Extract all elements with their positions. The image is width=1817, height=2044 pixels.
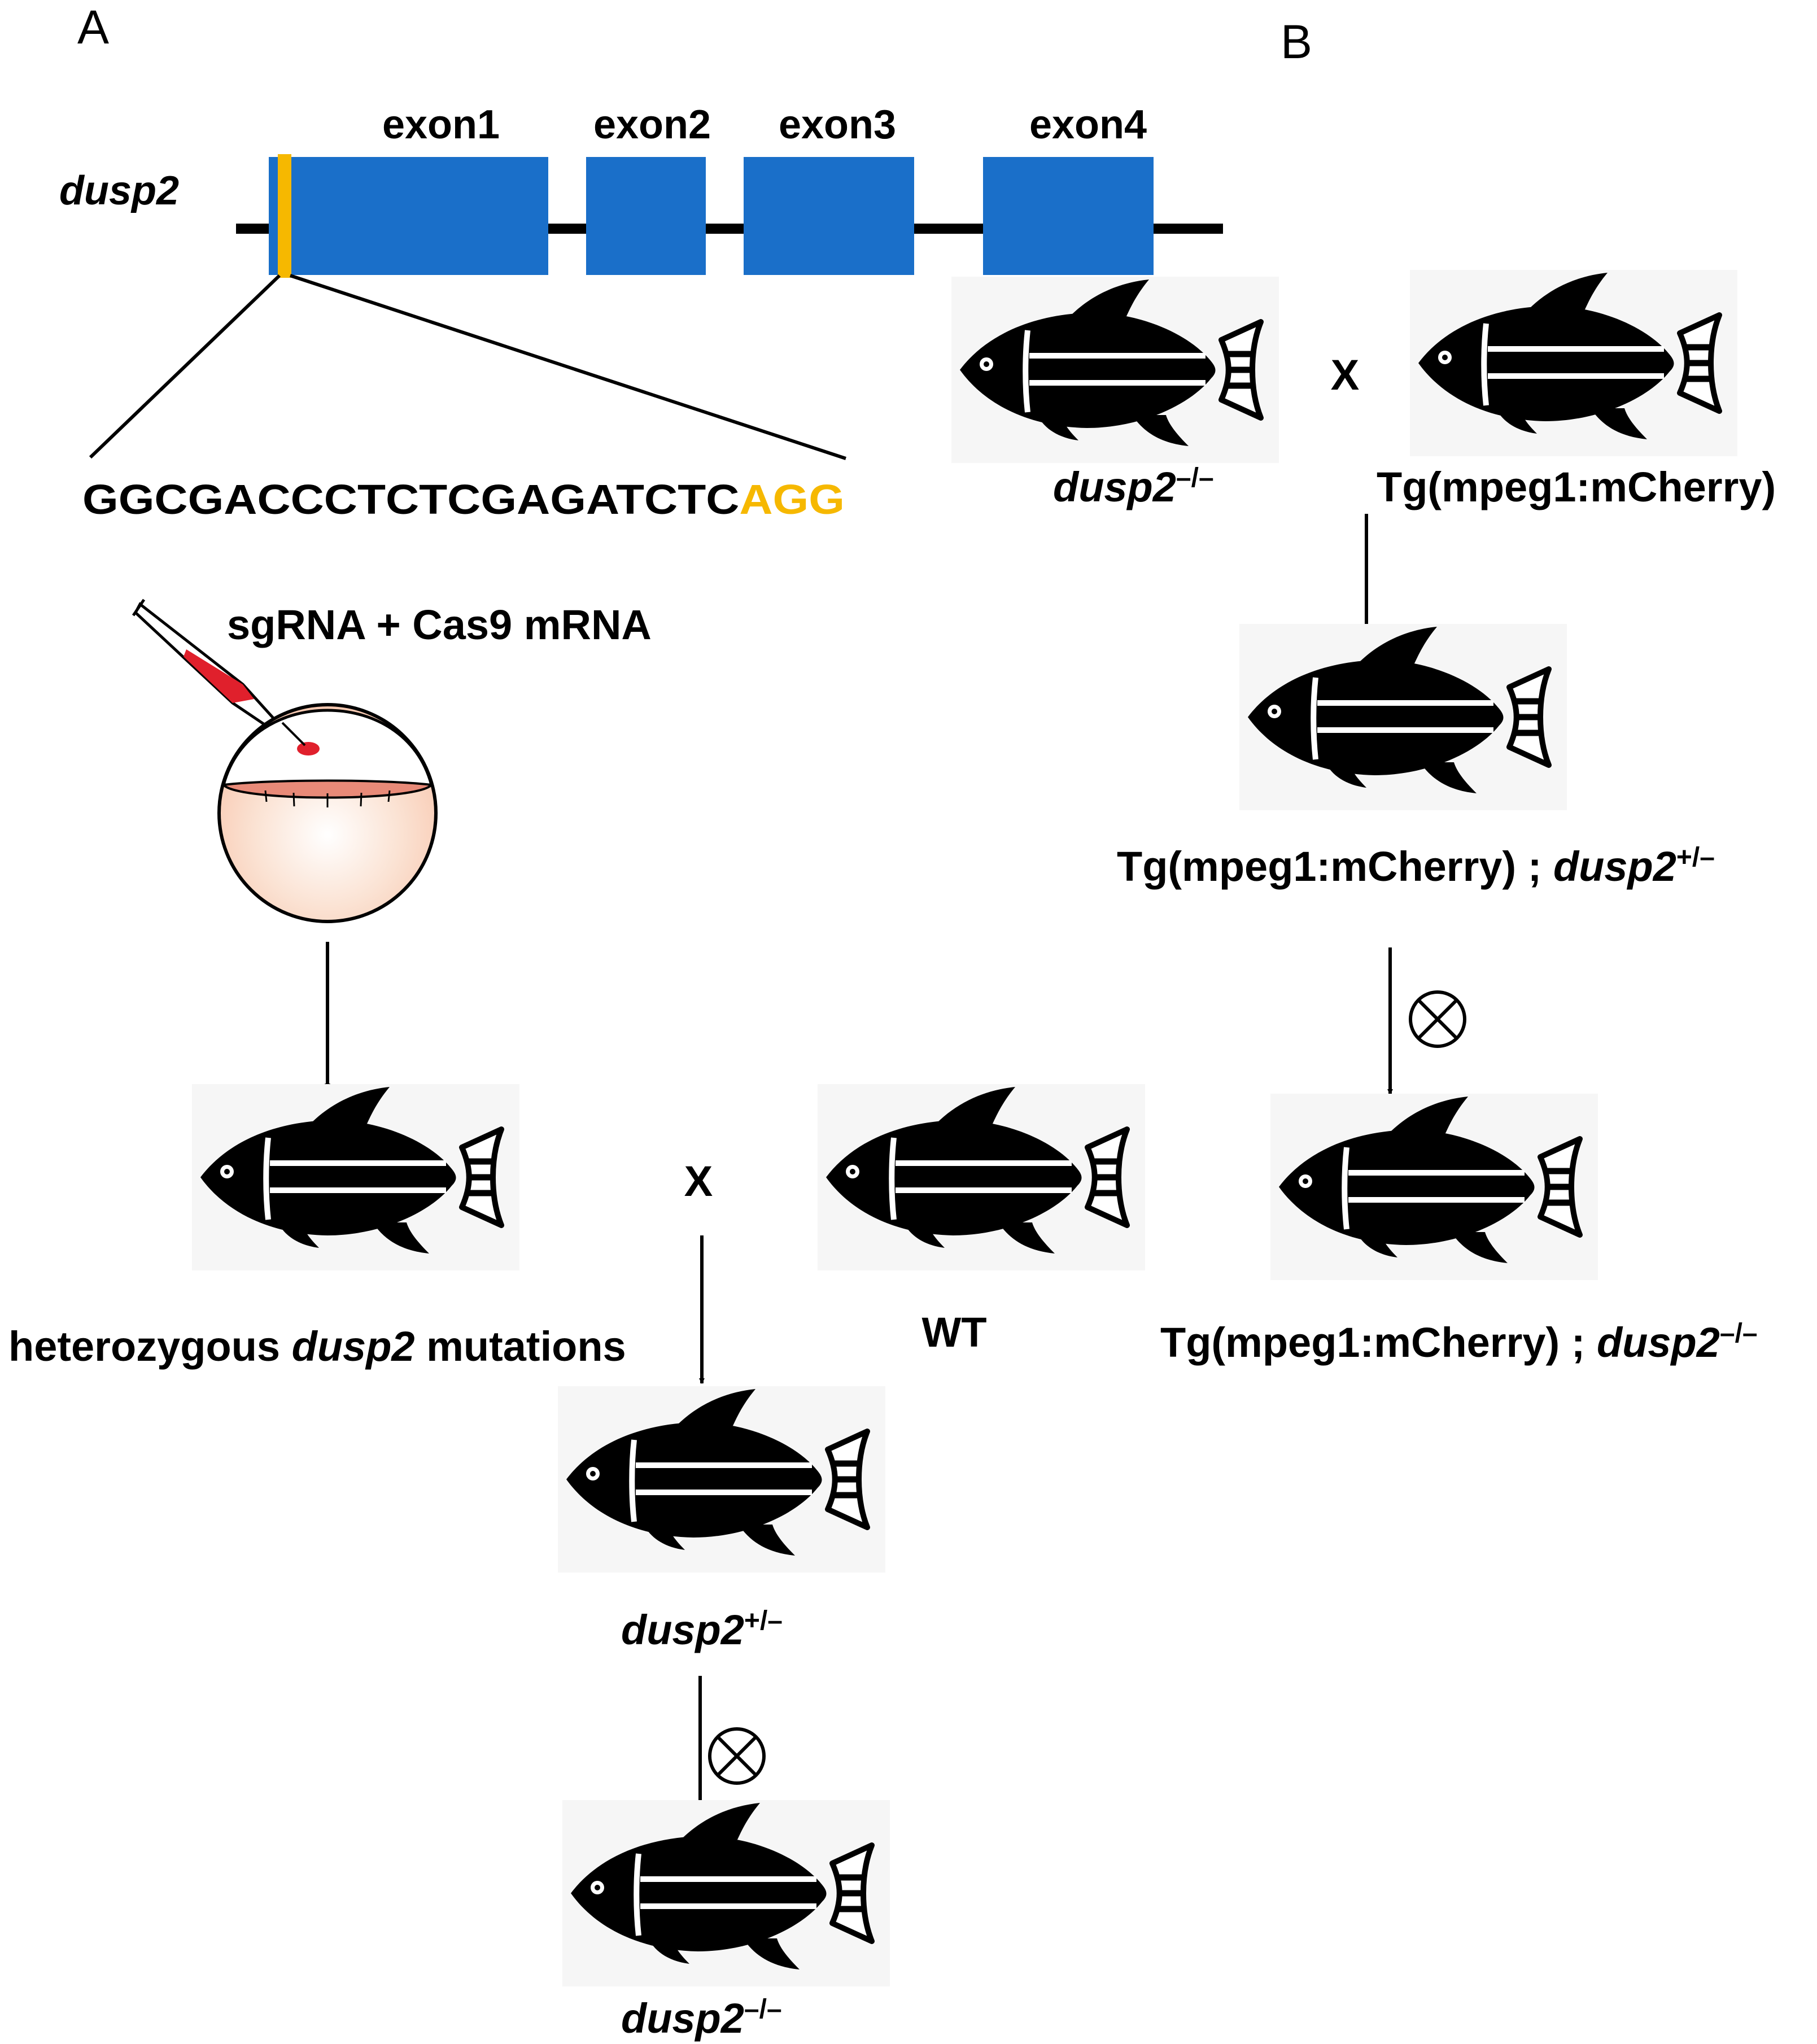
final-label-a-gene: dusp2 [621, 1995, 744, 2042]
final-label-b-gene: dusp2 [1597, 1319, 1720, 1366]
homozygous-fish-icon-b [1270, 1094, 1598, 1280]
parent-left-label-genotype: –/– [1176, 463, 1214, 493]
wt-fish-icon [818, 1084, 1145, 1270]
pam-sequence: AGG [739, 476, 845, 523]
founder-label-post: mutations [415, 1323, 626, 1370]
homozygous-fish-icon-a [562, 1800, 890, 1986]
f1-fish-icon-a [558, 1386, 885, 1573]
final-label-a-genotype: –/– [744, 1994, 782, 2024]
parent-right-label: Tg(mpeg1:mCherry) [1377, 464, 1776, 510]
exon4-label: exon4 [1029, 102, 1147, 147]
exon3-label: exon3 [779, 102, 896, 147]
final-label-b-pre: Tg(mpeg1:mCherry) ; [1160, 1319, 1597, 1366]
founder-label-pre: heterozygous [8, 1323, 292, 1370]
founder-fish-icon [192, 1084, 519, 1270]
f1-label-b: Tg(mpeg1:mCherry) ; dusp2+/– [1117, 842, 1715, 890]
founder-label: heterozygous dusp2 mutations [8, 1323, 626, 1370]
gene-name-label: dusp2 [59, 168, 179, 213]
wt-label: WT [921, 1309, 986, 1356]
embryo-icon [217, 703, 438, 923]
f1-label-a: dusp2+/– [621, 1606, 783, 1653]
f1-label-b-gene: dusp2 [1553, 843, 1676, 890]
zoom-line-left [89, 274, 281, 459]
exon2-box [586, 157, 706, 275]
f1-label-b-genotype: +/– [1676, 842, 1715, 872]
parent-left-label: dusp2–/– [1053, 463, 1214, 510]
f1-fish-icon-b [1239, 624, 1567, 810]
final-label-b-genotype: –/– [1720, 1318, 1758, 1348]
exon3-box [744, 157, 914, 275]
exon4-box [983, 157, 1154, 275]
exon1-box [269, 157, 548, 275]
injection-label: sgRNA + Cas9 mRNA [227, 601, 652, 648]
parent-left-fish-icon [951, 277, 1279, 463]
cross-symbol-b: X [1331, 351, 1360, 399]
final-label-a: dusp2–/– [621, 1994, 782, 2042]
f1-label-a-genotype: +/– [744, 1606, 783, 1636]
needle-tip-line [281, 722, 306, 746]
panel-a-letter: A [77, 1, 109, 54]
injection-spot [297, 742, 320, 755]
parent-left-label-gene: dusp2 [1053, 464, 1176, 510]
final-label-b: Tg(mpeg1:mCherry) ; dusp2–/– [1160, 1318, 1758, 1366]
exon2-label: exon2 [593, 102, 711, 147]
f1-label-b-pre: Tg(mpeg1:mCherry) ; [1117, 843, 1553, 890]
parent-right-fish-icon [1410, 270, 1737, 456]
self-cross-icon-b [1409, 990, 1466, 1048]
target-sequence-main: GGCGACCCTCTCGAGATCTC [82, 476, 739, 523]
founder-label-gene: dusp2 [292, 1323, 415, 1370]
zoom-line-right [290, 274, 846, 460]
panel-b-letter: B [1281, 15, 1312, 68]
injection-fluid [184, 649, 254, 703]
sgrna-target-site-marker [278, 154, 291, 278]
f1-label-a-gene: dusp2 [621, 1606, 744, 1653]
self-cross-icon-a [708, 1727, 766, 1785]
cross-symbol-a: X [684, 1158, 713, 1206]
exon1-label: exon1 [382, 102, 500, 147]
